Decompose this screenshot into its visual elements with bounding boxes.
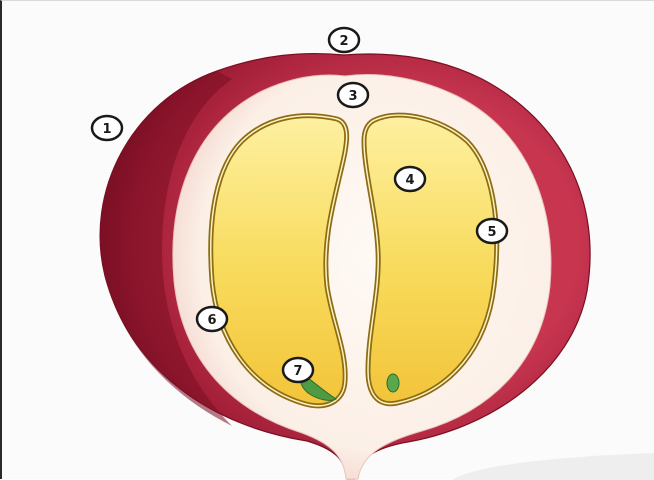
marker-7-label: 7 — [293, 364, 302, 379]
marker-2-label: 2 — [339, 34, 348, 49]
marker-6-label: 6 — [207, 313, 216, 328]
right-embryo-shape — [387, 374, 399, 392]
marker-6: 6 — [197, 307, 227, 331]
marker-1: 1 — [92, 116, 122, 140]
marker-2: 2 — [329, 28, 359, 52]
marker-7: 7 — [283, 358, 313, 382]
marker-3: 3 — [338, 83, 368, 107]
marker-5-label: 5 — [487, 225, 496, 240]
corner-tab — [452, 453, 654, 480]
marker-5: 5 — [477, 219, 507, 243]
marker-4-label: 4 — [405, 173, 414, 188]
marker-3-label: 3 — [348, 89, 357, 104]
marker-1-label: 1 — [102, 122, 111, 137]
marker-4: 4 — [395, 167, 425, 191]
